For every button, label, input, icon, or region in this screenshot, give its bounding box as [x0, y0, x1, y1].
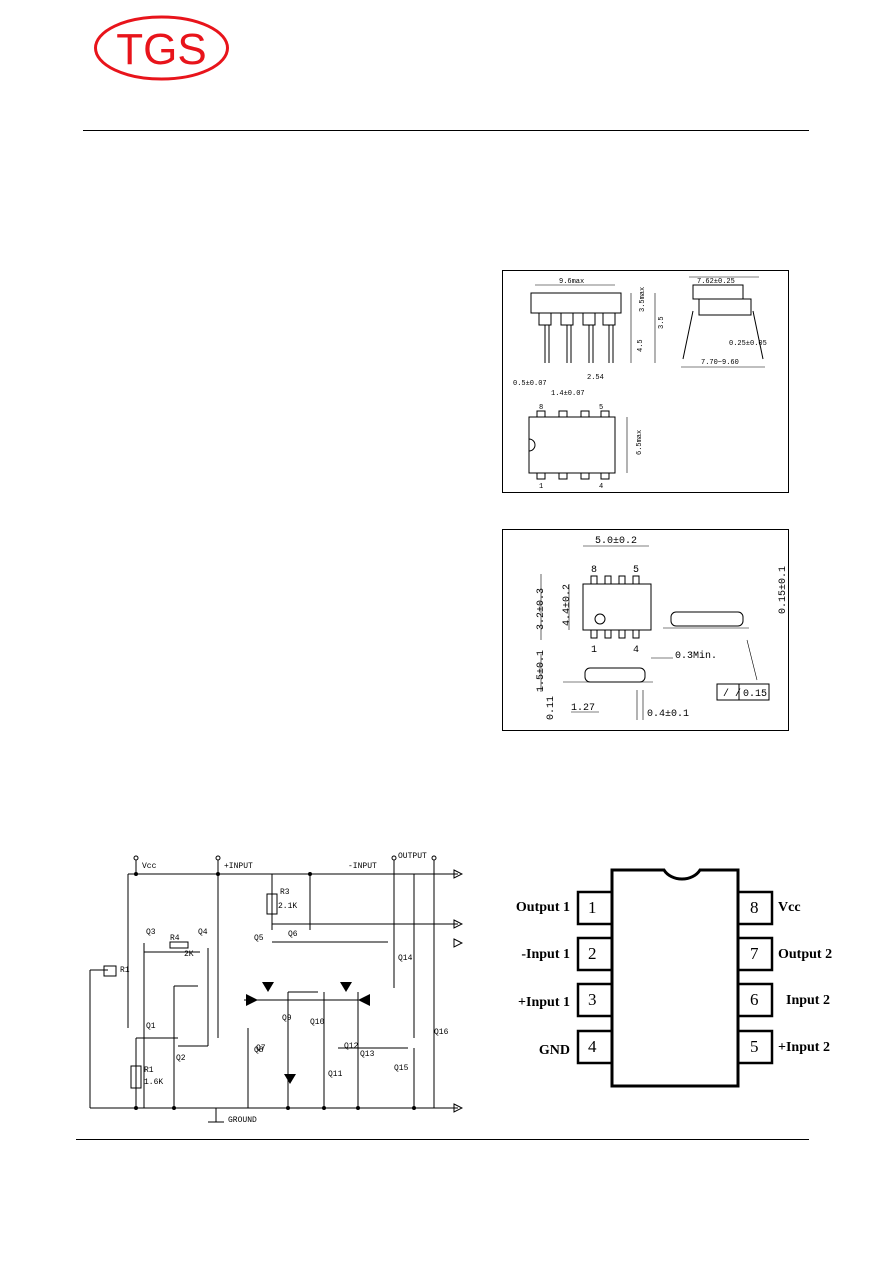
pinout-diagram: Output 1 1 -Input 1 2 +Input 1 3 GND 4 8… — [500, 860, 860, 1100]
sop-dim-lead-width: 0.4±0.1 — [647, 709, 689, 720]
pin-2-label: -Input 1 — [521, 947, 570, 962]
sop-dim-flatness: 0.15 — [743, 689, 767, 700]
label-q11: Q11 — [328, 1070, 343, 1079]
dip-dim-row-spacing: 7.62±0.25 — [697, 278, 735, 286]
sop-dim-overall-width: 3.2±0.3 — [536, 588, 547, 630]
dip-dim-lead-spread: 7.70~9.60 — [701, 359, 739, 367]
dip-pin-4: 4 — [599, 483, 603, 491]
dip-dim-pitch: 2.54 — [587, 374, 604, 382]
label-q4: Q4 — [198, 928, 208, 937]
pin-1-label: Output 1 — [515, 900, 570, 915]
label-r1: R1 — [120, 966, 130, 975]
label-r1-bottom: R1 — [144, 1066, 154, 1075]
dip-pin-1: 1 — [539, 483, 543, 491]
pin-8-label: Vcc — [778, 900, 801, 915]
pin-8-number: 8 — [750, 898, 759, 917]
pin-3-label: +Input 1 — [518, 995, 570, 1010]
dip-dim-lead-shoulder: 1.4±0.07 — [551, 390, 585, 398]
node-plus-input: +INPUT — [224, 862, 253, 871]
header-rule — [83, 130, 809, 131]
tgs-logo: TGS — [94, 15, 229, 81]
label-q1: Q1 — [146, 1022, 156, 1031]
label-q3: Q3 — [146, 928, 156, 937]
dip-dim-height: 3.5max — [639, 287, 647, 312]
svg-text:/ /: / / — [723, 688, 741, 700]
label-q13: Q13 — [360, 1050, 375, 1059]
dip-pin-8: 8 — [539, 404, 543, 412]
label-r3: R3 — [280, 888, 290, 897]
sop-dim-height: 1.5±0.1 — [536, 650, 547, 692]
pin-3-number: 3 — [588, 990, 597, 1009]
logo-text: TGS — [116, 25, 206, 74]
node-minus-input: -INPUT — [348, 862, 377, 871]
sop-pin-4: 4 — [633, 645, 639, 656]
sop-dim-gap: 0.11 — [546, 696, 557, 720]
pin-2-number: 2 — [588, 944, 597, 963]
dip-package-drawing: 9.6max 3.5max 3.5 4.5 0.5±0.07 1.4±0.07 … — [502, 270, 789, 493]
label-q2: Q2 — [176, 1054, 186, 1063]
pin-5-number: 5 — [750, 1037, 759, 1056]
equivalent-circuit-schematic: Vcc +INPUT -INPUT OUTPUT GROUND Q3 R4 2K… — [89, 852, 463, 1125]
label-q8: Q8 — [254, 1046, 264, 1055]
pin-7-number: 7 — [750, 944, 759, 963]
label-1-6k: 1.6K — [144, 1078, 163, 1087]
label-q6: Q6 — [288, 930, 298, 939]
dip-dim-lead-length: 4.5 — [637, 339, 645, 352]
node-output: OUTPUT — [398, 852, 427, 861]
dip-dim-lead-thickness: 0.25±0.05 — [729, 340, 767, 348]
sop-dim-length: 5.0±0.2 — [595, 536, 637, 547]
pin-5-label: +Input 2 — [778, 1040, 830, 1055]
sop-pin-8: 8 — [591, 565, 597, 576]
dip-dim-total-height: 3.5 — [658, 316, 666, 329]
dip-dim-body-length: 9.6max — [559, 278, 584, 286]
pin-7-label: Output 2 — [778, 947, 833, 962]
sop-dim-standoff: 0.3Min. — [675, 650, 717, 662]
pin-6-number: 6 — [750, 990, 759, 1009]
label-r4: R4 — [170, 934, 180, 943]
sop-dim-lead-thickness: 0.15±0.1 — [778, 566, 788, 614]
label-q14: Q14 — [398, 954, 413, 963]
pin-4-label: GND — [538, 1043, 570, 1058]
label-q5: Q5 — [254, 934, 264, 943]
sop-package-drawing: 5.0±0.2 8 5 1 4 3.2±0.3 4.4±0.2 0.15±0.1… — [502, 529, 789, 731]
label-2k: 2K — [184, 950, 194, 959]
pin-4-number: 4 — [588, 1037, 597, 1056]
sop-pin-5: 5 — [633, 565, 639, 576]
label-2-1k: 2.1K — [278, 902, 297, 911]
node-vcc: Vcc — [142, 862, 157, 871]
pin-1-number: 1 — [588, 898, 597, 917]
dip-dim-lead-width: 0.5±0.07 — [513, 380, 547, 388]
sop-dim-body-width: 4.4±0.2 — [562, 584, 573, 626]
label-q15: Q15 — [394, 1064, 409, 1073]
label-q16: Q16 — [434, 1028, 449, 1037]
label-q12: Q12 — [344, 1042, 359, 1051]
sop-dim-pitch: 1.27 — [571, 703, 595, 714]
footer-rule — [76, 1139, 809, 1140]
label-q9: Q9 — [282, 1014, 292, 1023]
pin-6-label: Input 2 — [786, 993, 830, 1008]
sop-pin-1: 1 — [591, 645, 597, 656]
dip-dim-body-width: 6.5max — [636, 430, 644, 455]
node-ground: GROUND — [228, 1116, 257, 1125]
label-q10: Q10 — [310, 1018, 325, 1027]
label-q7: Q7 — [256, 1044, 266, 1053]
dip-pin-5: 5 — [599, 404, 603, 412]
